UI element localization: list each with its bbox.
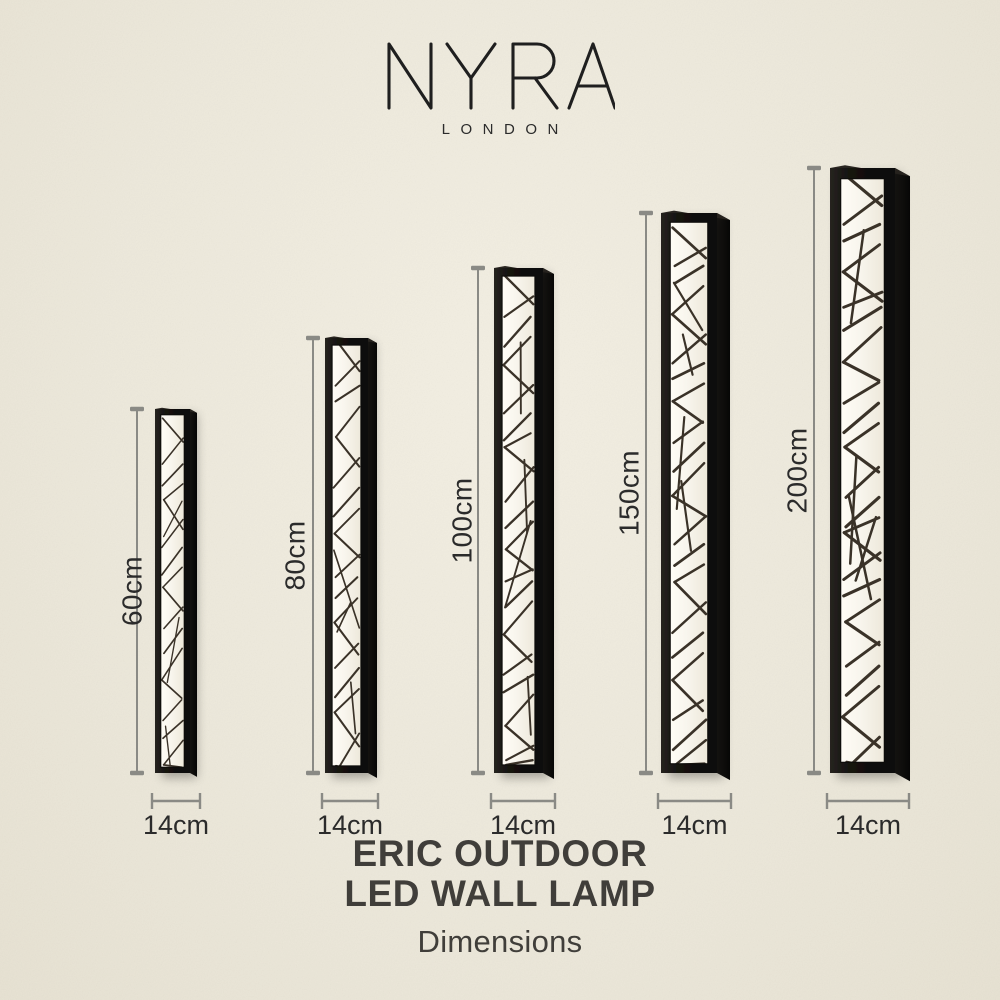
height-dimension-tick-bottom [471,770,485,776]
brand-sublabel: LONDON [441,121,569,138]
lamp-100cm[interactable] [494,266,554,780]
height-dimension-label: 100cm [447,477,478,563]
height-dimension-label: 150cm [614,450,645,536]
caption-subtitle: Dimensions [417,924,583,959]
lamp-80cm[interactable] [325,336,377,778]
height-dimension-tick-top [306,335,320,341]
product-caption: ERIC OUTDOOR LED WALL LAMP Dimensions [0,832,1000,960]
lamp-side-face [190,409,197,777]
height-dimension-tick-top [130,406,144,412]
height-dimension-label: 200cm [782,427,813,513]
height-dimension-200cm: 200cm [782,165,821,776]
height-dimension-tick-top [639,210,653,216]
height-dimension-tick-bottom [639,770,653,776]
height-dimension-150cm: 150cm [614,210,653,776]
height-dimension-tick-bottom [130,770,144,776]
height-dimension-tick-top [807,165,821,171]
height-dimension-80cm: 80cm [280,335,320,776]
height-dimension-tick-bottom [306,770,320,776]
lamp-200cm[interactable] [830,165,910,782]
brand-logo: LONDON [0,40,1000,138]
lamp-150cm[interactable] [661,210,730,781]
brand-wordmark [387,42,615,110]
lamp-side-face [543,268,554,780]
lamp-side-face [895,168,910,782]
height-dimension-tick-top [471,265,485,271]
caption-line-1: ERIC OUTDOOR [352,832,648,874]
height-dimension-60cm: 60cm [117,406,148,776]
caption-line-2: LED WALL LAMP [344,873,656,915]
height-dimension-label: 60cm [117,556,148,626]
height-dimension-tick-bottom [807,770,821,776]
height-dimension-label: 80cm [280,520,311,590]
height-dimension-100cm: 100cm [447,265,485,776]
lamp-side-face [368,338,377,778]
lamp-60cm[interactable] [155,407,197,777]
lamp-light-panel [160,414,185,768]
lamp-side-face [717,213,730,781]
